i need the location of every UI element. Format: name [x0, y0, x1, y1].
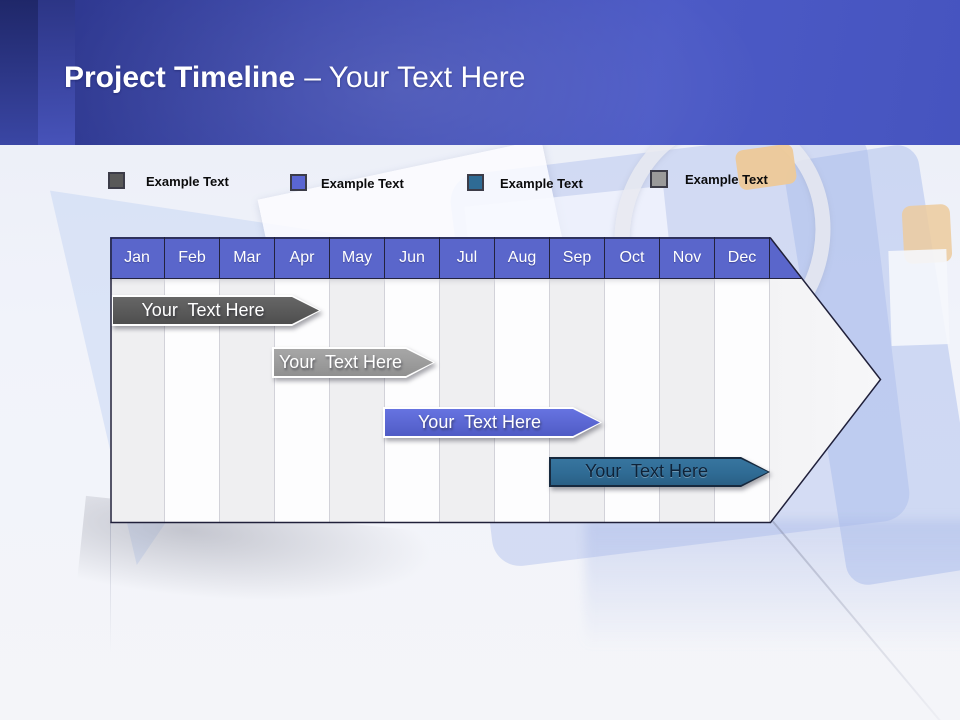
- legend-swatch-teal: [467, 174, 484, 191]
- gantt-bar-4: Your Text Here: [549, 457, 770, 487]
- grid-column: [440, 279, 495, 522]
- legend-swatch-mid-gray: [650, 170, 668, 188]
- legend-swatch-blue: [290, 174, 307, 191]
- timeline-arrow: Jan Feb Mar Apr May Jun Jul Aug Sep Oct …: [110, 237, 882, 524]
- background-card-shape: [888, 249, 950, 346]
- background-reflection-line: [110, 522, 111, 652]
- grid-column: [495, 279, 550, 522]
- gantt-bar-3: Your Text Here: [383, 407, 602, 438]
- page-title-bold: Project Timeline: [64, 61, 296, 94]
- background-tab-shape: [901, 203, 953, 265]
- month-cell-apr: Apr: [275, 237, 330, 279]
- month-cell-jan: Jan: [110, 237, 165, 279]
- legend-label: Example Text: [321, 176, 404, 191]
- legend-label: Example Text: [146, 174, 229, 189]
- grid-column: [330, 279, 385, 522]
- header-stripe-mid: [38, 0, 75, 145]
- legend-label: Example Text: [685, 172, 768, 187]
- month-cell-oct: Oct: [605, 237, 660, 279]
- legend-label: Example Text: [500, 176, 583, 191]
- grid-column: [385, 279, 440, 522]
- gantt-bar-1: Your Text Here: [111, 295, 321, 326]
- header-stripe-dark: [0, 0, 38, 145]
- month-cell-feb: Feb: [165, 237, 220, 279]
- gantt-bar-label: Your Text Here: [141, 299, 265, 320]
- timeline-arrow-body: Jan Feb Mar Apr May Jun Jul Aug Sep Oct …: [110, 237, 880, 522]
- gantt-bar-label: Your Text Here: [278, 351, 403, 372]
- month-cell-nov: Nov: [660, 237, 715, 279]
- background-reflection-line: [772, 520, 960, 720]
- month-cell-aug: Aug: [495, 237, 550, 279]
- gantt-bar-label: Your Text Here: [417, 411, 542, 432]
- month-cell-dec: Dec: [715, 237, 770, 279]
- page-title-subtitle: – Your Text Here: [304, 61, 526, 94]
- month-cell-may: May: [330, 237, 385, 279]
- month-cell-jul: Jul: [440, 237, 495, 279]
- gantt-bar-label: Your Text Here: [584, 461, 709, 481]
- header-band: [0, 0, 960, 145]
- month-cell-sep: Sep: [550, 237, 605, 279]
- page-title: Project Timeline– Your Text Here: [64, 58, 525, 98]
- gantt-bar-2: Your Text Here: [272, 347, 435, 378]
- legend-swatch-dark-gray: [108, 172, 125, 189]
- background-reflection: [585, 520, 960, 670]
- month-cell-mar: Mar: [220, 237, 275, 279]
- month-cell-jun: Jun: [385, 237, 440, 279]
